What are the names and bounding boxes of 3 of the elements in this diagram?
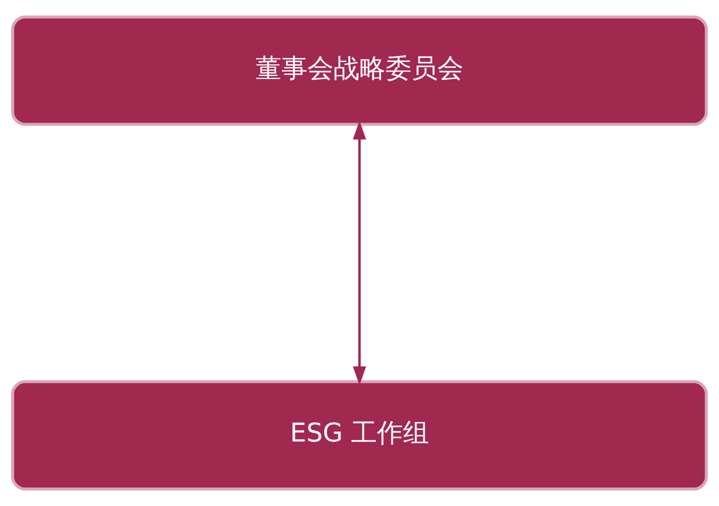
node-box: ESG 工作组 [11, 380, 708, 491]
arrow [352, 120, 366, 386]
node-box: 董事会战略委员会 [11, 15, 708, 126]
